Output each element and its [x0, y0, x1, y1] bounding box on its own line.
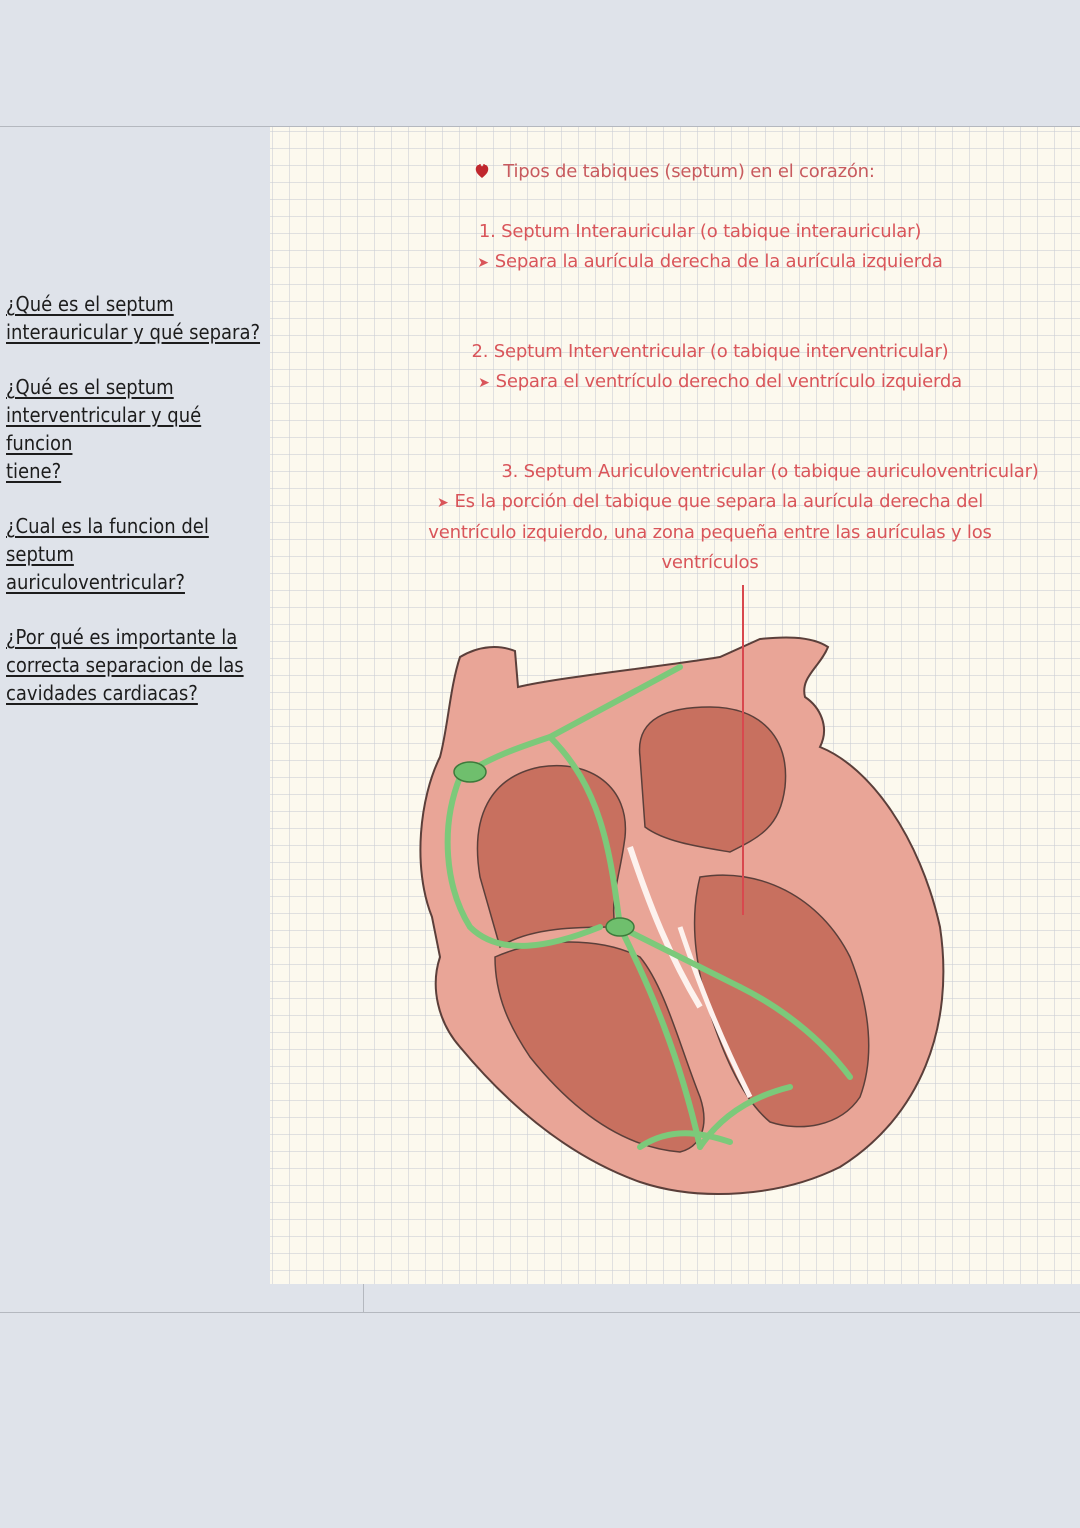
note-title: Tipos de tabiques (septum) en el corazón…	[503, 161, 875, 182]
question-1[interactable]: ¿Qué es el septum interauricular y qué s…	[6, 292, 261, 344]
question-3[interactable]: ¿Cual es la funcion del septum auriculov…	[6, 514, 209, 594]
section-3-text: Es la porción del tabique que separa la …	[428, 491, 992, 573]
section-3-heading: 3. Septum Auriculoventricular (o tabique…	[501, 461, 1039, 482]
section-1-text: Separa la aurícula derecha de la aurícul…	[494, 251, 943, 272]
section-3-text-row: ➤Es la porción del tabique que separa la…	[420, 487, 1000, 578]
section-1-heading: 1. Septum Interauricular (o tabique inte…	[478, 221, 922, 242]
heart-illustration	[419, 636, 945, 1195]
sinoatrial-node	[453, 761, 487, 783]
septum-marker-line	[742, 585, 744, 915]
section-2-heading: 2. Septum Interventricular (o tabique in…	[471, 341, 949, 362]
av-node	[605, 917, 635, 937]
septum-highlight	[677, 926, 753, 1099]
questions-column: ¿Qué es el septum interauricular y qué s…	[6, 290, 261, 734]
arrow-icon: ➤	[478, 375, 490, 391]
right-atrium	[476, 765, 627, 949]
bottom-divider	[0, 1312, 1080, 1313]
note-page[interactable]: Tipos de tabiques (septum) en el corazón…	[270, 127, 1080, 1284]
septum-highlight	[627, 846, 703, 1009]
section-1-text-row: ➤ Separa la aurícula derecha de la aurícu…	[270, 247, 1080, 278]
question-2[interactable]: ¿Qué es el septum interventricular y qué…	[6, 375, 202, 483]
cell-divider	[363, 1284, 364, 1312]
heart-icon	[476, 164, 489, 178]
note-title-row: Tipos de tabiques (septum) en el corazón…	[270, 157, 1080, 187]
section-2-text: Separa el ventrículo derecho del ventríc…	[495, 371, 963, 392]
section-2-text-row: ➤ Separa el ventrículo derecho del ventrí…	[270, 367, 1080, 398]
arrow-icon: ➤	[436, 495, 449, 511]
arrow-icon: ➤	[477, 255, 489, 271]
top-divider	[0, 126, 1080, 127]
question-4[interactable]: ¿Por qué es importante la correcta separ…	[6, 625, 244, 705]
left-atrium	[638, 706, 787, 853]
